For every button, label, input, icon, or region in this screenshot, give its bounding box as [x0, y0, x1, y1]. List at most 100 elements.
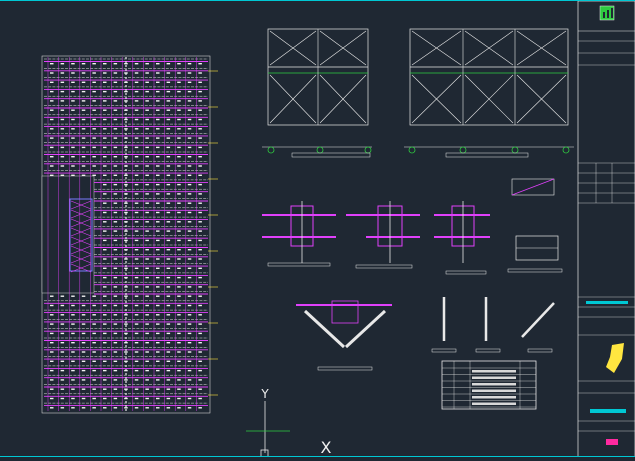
detail-beam-column-connection-1[interactable]	[262, 201, 336, 267]
plan-member-mark	[156, 63, 160, 65]
plan-member-mark	[124, 397, 128, 400]
plan-member-mark	[134, 397, 139, 400]
plan-member-marks	[50, 63, 218, 409]
column-bracing-elevation-1[interactable]	[262, 28, 372, 158]
plan-member-mark	[92, 397, 96, 400]
plan-column-lines	[47, 57, 197, 411]
plan-member-mark	[103, 360, 107, 362]
plan-member-mark	[145, 342, 149, 344]
plan-member-mark	[103, 267, 107, 269]
plan-member-mark	[187, 156, 192, 158]
plan-member-mark	[198, 146, 202, 149]
plan-member-mark	[177, 276, 181, 279]
plan-member-mark	[103, 286, 107, 288]
plan-member-mark	[187, 128, 192, 130]
plan-member-mark	[113, 193, 118, 195]
plan-member-mark	[156, 81, 160, 83]
plan-member-mark	[60, 379, 65, 381]
plan-member-mark	[166, 221, 171, 223]
plan-member-mark	[198, 407, 202, 409]
plan-member-mark	[71, 332, 75, 335]
detail-base-plate[interactable]	[507, 178, 563, 273]
plan-member-mark	[145, 379, 149, 381]
plan-member-mark	[134, 100, 139, 102]
plan-brace	[70, 218, 92, 228]
plan-member-mark	[113, 109, 118, 111]
plan-member-mark	[60, 81, 65, 83]
column-bracing-elevation-2[interactable]	[404, 28, 574, 158]
plan-member-mark	[124, 249, 128, 251]
elevation-2-grid-bubble-d	[562, 146, 570, 154]
plan-member-mark	[124, 137, 128, 139]
detail-beam-column-connection-3[interactable]	[434, 201, 490, 275]
elevation-2-x-bracing	[411, 30, 567, 124]
plan-member-mark	[92, 118, 96, 121]
plan-member-mark	[71, 379, 75, 381]
detail-v-bracing[interactable]	[296, 300, 392, 371]
table-cell-text-mark	[472, 396, 516, 399]
plan-member-mark	[187, 193, 192, 195]
plan-member-mark	[113, 369, 118, 372]
plan-member-mark	[71, 314, 75, 316]
elevation-2-grid-bubble-a	[408, 146, 416, 154]
plan-member-mark	[134, 369, 139, 372]
roof-framing-plan[interactable]	[41, 55, 218, 414]
detail-beam-column-connection-2[interactable]	[346, 201, 420, 269]
plan-member-mark	[50, 295, 54, 297]
plan-member-mark	[71, 156, 75, 158]
plan-member-mark	[145, 137, 149, 139]
plan-member-mark	[50, 332, 54, 335]
plan-member-mark	[187, 286, 192, 288]
plan-member-mark	[113, 165, 118, 167]
plan-member-mark	[71, 351, 75, 353]
plan-member-mark	[124, 332, 128, 335]
plan-member-mark	[134, 267, 139, 269]
plan-member-mark	[145, 72, 149, 74]
plan-member-mark	[71, 72, 75, 74]
plan-member-mark	[81, 174, 86, 176]
plan-member-mark	[81, 314, 86, 316]
ucs-axis-icon: Y X	[246, 387, 332, 458]
detail-section-3[interactable]	[521, 302, 555, 353]
plan-member-mark	[103, 314, 107, 316]
plan-member-mark	[60, 369, 65, 372]
elevation-2-frame	[409, 28, 569, 126]
plan-member-mark	[92, 314, 96, 316]
plan-member-mark	[187, 90, 192, 93]
plan-member-mark	[156, 332, 160, 335]
plan-member-mark	[177, 351, 181, 353]
plan-member-mark	[134, 221, 139, 223]
plan-member-mark	[124, 63, 128, 65]
plan-member-mark	[50, 360, 54, 362]
plan-member-mark	[113, 128, 118, 130]
plan-member-mark	[187, 360, 192, 362]
plan-member-mark	[177, 332, 181, 335]
plan-member-mark	[187, 388, 192, 390]
title-block[interactable]	[577, 0, 635, 458]
base-detail-title-underline	[507, 268, 563, 273]
plan-member-mark	[60, 100, 65, 102]
detail-section-1[interactable]	[431, 297, 457, 353]
plan-member-mark	[113, 146, 118, 149]
plan-member-mark	[134, 165, 139, 167]
plan-member-mark	[145, 304, 149, 307]
plan-member-mark	[60, 118, 65, 121]
title-block-rows	[578, 40, 635, 432]
x-brace-diagonal	[516, 30, 567, 66]
table-cell-text-mark	[472, 383, 516, 386]
plan-member-mark	[81, 156, 86, 158]
plan-member-mark	[187, 314, 192, 316]
plan-member-mark	[145, 174, 149, 176]
detail-section-2[interactable]	[475, 297, 501, 353]
plan-member-mark	[71, 100, 75, 102]
plan-member-mark	[166, 379, 171, 381]
plan-member-mark	[145, 360, 149, 362]
plan-member-mark	[60, 314, 65, 316]
plan-member-mark	[81, 63, 86, 65]
elevation-2-grid-bubble-c	[511, 146, 519, 154]
plan-member-mark	[134, 211, 139, 214]
plan-member-mark	[60, 90, 65, 93]
material-schedule-table[interactable]	[441, 360, 537, 410]
